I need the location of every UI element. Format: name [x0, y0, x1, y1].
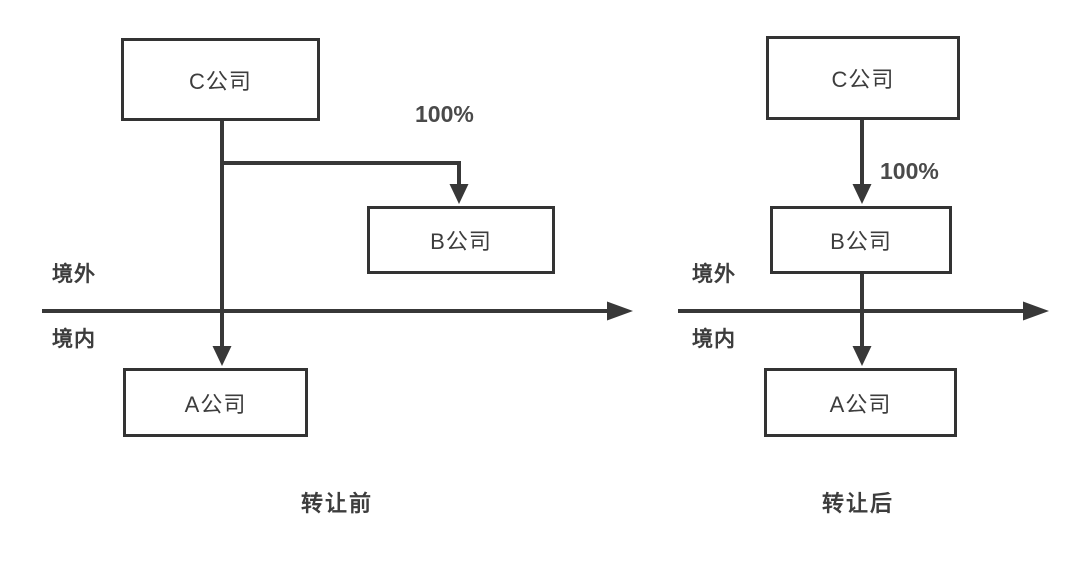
node-label: B公司 [830, 229, 892, 254]
arrowhead-right-icon [1023, 301, 1049, 321]
node-label: C公司 [831, 67, 895, 92]
node-a-company-after: A公司 [764, 368, 957, 437]
ownership-label-before: 100% [415, 101, 474, 127]
ownership-label-after: 100% [880, 158, 939, 184]
node-label: B公司 [430, 229, 492, 254]
node-b-company-before: B公司 [367, 206, 555, 274]
node-c-company-before: C公司 [121, 38, 320, 121]
edge-c-to-a-before [212, 121, 232, 366]
arrowhead-down-icon [852, 184, 872, 204]
panel-caption-before: 转让前 [300, 491, 373, 516]
arrowhead-down-icon [852, 346, 872, 366]
node-b-company-after: B公司 [770, 206, 952, 274]
node-a-company-before: A公司 [123, 368, 308, 437]
edge-c-to-b-after [852, 120, 872, 204]
node-label: A公司 [184, 391, 247, 417]
region-label-overseas-after: 境外 [692, 263, 736, 286]
arrowhead-right-icon [607, 301, 633, 321]
node-c-company-after: C公司 [766, 36, 960, 120]
region-label-domestic-after: 境内 [692, 328, 736, 351]
boundary-line-after [678, 301, 1049, 321]
panel-caption-after: 转让后 [821, 491, 894, 516]
edge-b-to-a-after [852, 274, 872, 366]
region-label-domestic-before: 境内 [52, 328, 96, 351]
boundary-line-before [42, 301, 633, 321]
region-label-overseas-before: 境外 [52, 263, 96, 286]
arrowhead-down-icon [212, 346, 232, 366]
arrowhead-down-icon [449, 184, 469, 204]
node-label: A公司 [829, 391, 892, 417]
edge-c-to-b-before [222, 161, 469, 204]
node-label: C公司 [189, 68, 252, 94]
